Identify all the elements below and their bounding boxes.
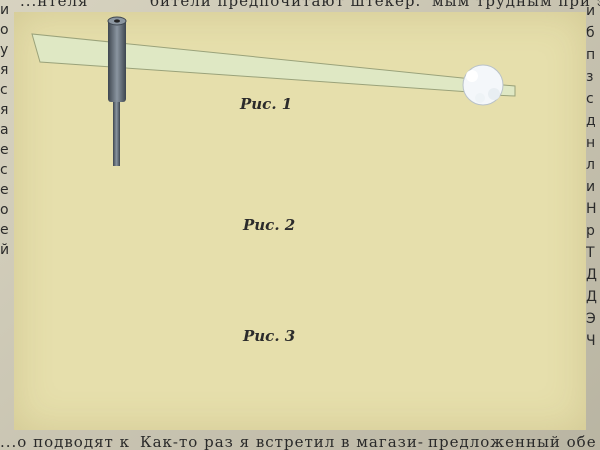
fig1-cotton-ball — [462, 64, 504, 106]
fig1-drawing — [31, 16, 516, 166]
bottom-text-left: ...о подводят к — [0, 433, 130, 450]
fig1-stick — [31, 33, 484, 93]
left-margin-text: и о у я с я а е с е о е й — [0, 2, 10, 258]
top-text-middle: бители предпочитают штекер. — [150, 0, 422, 10]
fig1-caption: Рис. 1 — [240, 95, 293, 113]
top-text-right: мым трудным при эт — [432, 0, 600, 10]
bottom-text-middle: Как-то раз я встретил в магази- — [140, 433, 424, 450]
top-text-left: ...нтеля — [20, 0, 89, 10]
right-margin-text: и б п з с д н л и Н р Т Д Д Э Ч — [586, 3, 597, 349]
bottom-text-right: предложенный обе — [428, 433, 597, 450]
fig3-caption: Рис. 3 — [243, 327, 296, 345]
fig1-pin-connector — [107, 16, 127, 166]
fig2-caption: Рис. 2 — [243, 216, 296, 234]
